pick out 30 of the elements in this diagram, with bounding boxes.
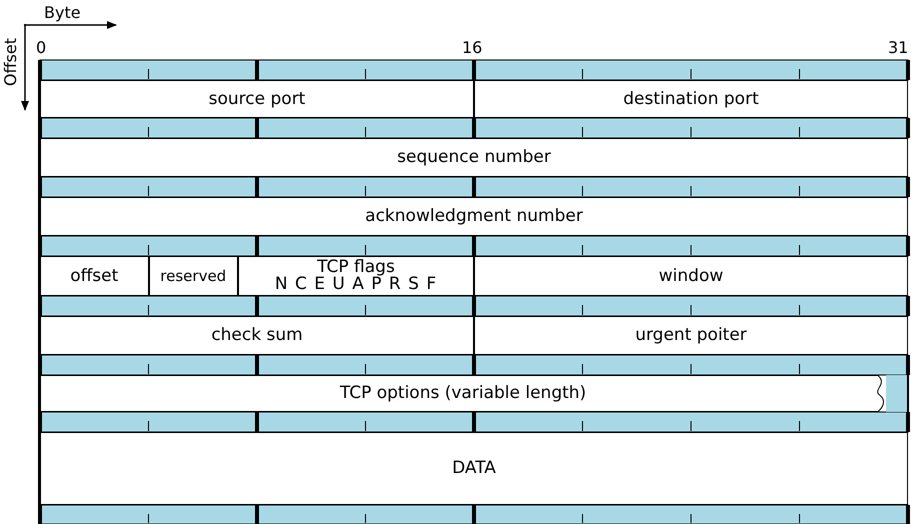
field-box: [474, 80, 908, 118]
field-label: window: [658, 268, 724, 284]
field-label: TCP flags: [317, 259, 395, 276]
field-box: [40, 375, 886, 412]
field-box: [474, 316, 908, 355]
bit-number: 0: [36, 38, 46, 57]
field-label: reserved: [160, 268, 226, 284]
field-label: TCP options (variable length): [340, 385, 586, 402]
field-box: [148, 256, 238, 296]
field-box: [40, 316, 474, 355]
field-label: urgent poiter: [635, 327, 747, 344]
field-box: [40, 432, 908, 505]
field-label: offset: [70, 268, 118, 284]
field-label: destination port: [623, 90, 759, 108]
flag-letters: N C E U A P R S F: [274, 276, 438, 293]
bit-number: 31: [888, 38, 908, 57]
bit-number: 16: [462, 38, 482, 57]
field-label: acknowledgment number: [365, 208, 583, 225]
field-label: check sum: [211, 327, 303, 344]
field-box: [40, 138, 908, 177]
field-box: [474, 256, 908, 296]
field-box: [40, 197, 908, 236]
field-box: [40, 80, 474, 118]
field-box: [238, 256, 474, 296]
field-label: sequence number: [397, 149, 551, 166]
field-box: [40, 256, 148, 296]
axis-label: Offset: [1, 38, 20, 86]
axis-label: Byte: [44, 3, 81, 22]
field-label: DATA: [452, 460, 496, 477]
field-label: source port: [208, 90, 306, 108]
